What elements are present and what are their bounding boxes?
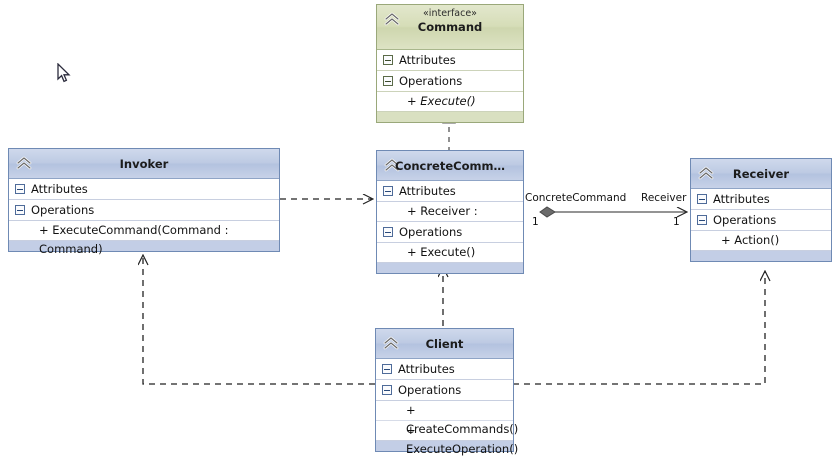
expand-collapse-icon[interactable] [382, 385, 392, 395]
section-attributes-concretecommand[interactable]: Attributes [377, 181, 523, 202]
expand-collapse-icon[interactable] [15, 205, 25, 215]
operation-row[interactable]: + Execute() [377, 243, 523, 263]
class-header-client: Client [376, 329, 513, 359]
section-operations-concretecommand[interactable]: Operations [377, 222, 523, 243]
edge-client-to-receiver [513, 272, 765, 385]
section-attributes-command[interactable]: Attributes [377, 50, 523, 71]
section-label-operations: Operations [399, 74, 463, 88]
collapse-chevron-icon[interactable] [382, 334, 400, 352]
association-target-multiplicity: 1 [673, 216, 680, 228]
collapse-chevron-icon[interactable] [697, 164, 715, 182]
class-header-command: «interface» Command [377, 5, 523, 50]
class-name-command: Command [417, 20, 483, 34]
section-attributes-receiver[interactable]: Attributes [691, 189, 831, 210]
class-name-receiver: Receiver [732, 166, 790, 181]
class-title-block-command: «interface» Command [377, 5, 523, 49]
class-footer [9, 241, 279, 251]
section-label-operations: Operations [713, 213, 777, 227]
operation-row[interactable]: + ExecuteOperation() [376, 421, 518, 456]
expand-collapse-icon[interactable] [382, 364, 392, 374]
class-header-concretecommand: ConcreteComm… [377, 151, 523, 181]
operation-row[interactable]: + CreateCommands() [376, 401, 518, 436]
class-title-block-invoker: Invoker [9, 149, 279, 178]
section-operations-command[interactable]: Operations [377, 71, 523, 92]
class-name-concretecommand: ConcreteComm… [395, 158, 505, 173]
class-name-client: Client [425, 336, 464, 351]
class-stereotype-command: «interface» [423, 8, 477, 19]
section-label-attributes: Attributes [713, 192, 770, 206]
class-footer [691, 251, 831, 261]
expand-collapse-icon[interactable] [697, 194, 707, 204]
class-box-receiver[interactable]: Receiver Attributes Operations + Action(… [690, 158, 832, 262]
class-footer [377, 263, 523, 273]
section-attributes-invoker[interactable]: Attributes [9, 179, 279, 200]
class-box-concretecommand[interactable]: ConcreteComm… Attributes + Receiver : Re… [376, 150, 524, 274]
collapse-chevron-icon[interactable] [383, 10, 401, 28]
edge-client-to-invoker [143, 256, 375, 385]
collapse-chevron-icon[interactable] [383, 156, 401, 174]
collapse-chevron-icon[interactable] [15, 154, 33, 172]
class-title-block-client: Client [376, 329, 513, 358]
section-attributes-client[interactable]: Attributes [376, 359, 513, 380]
expand-collapse-icon[interactable] [697, 215, 707, 225]
expand-collapse-icon[interactable] [383, 227, 393, 237]
class-title-block-receiver: Receiver [691, 159, 831, 188]
class-name-invoker: Invoker [119, 156, 169, 171]
attribute-row[interactable]: + Receiver : Receiver [377, 202, 523, 237]
expand-collapse-icon[interactable] [383, 55, 393, 65]
operation-row[interactable]: + Execute() [377, 92, 523, 112]
class-footer [377, 112, 523, 122]
association-source-multiplicity: 1 [532, 216, 539, 228]
section-label-operations: Operations [399, 225, 463, 239]
section-operations-receiver[interactable]: Operations [691, 210, 831, 231]
section-operations-invoker[interactable]: Operations [9, 200, 279, 221]
class-box-invoker[interactable]: Invoker Attributes Operations + ExecuteC… [8, 148, 280, 256]
association-source-role-label: ConcreteCommand [525, 192, 627, 204]
class-box-client[interactable]: Client Attributes Operations + CreateCom… [375, 328, 518, 456]
class-footer [376, 441, 513, 451]
class-header-receiver: Receiver [691, 159, 831, 189]
section-label-attributes: Attributes [31, 182, 88, 196]
expand-collapse-icon[interactable] [383, 186, 393, 196]
class-header-invoker: Invoker [9, 149, 279, 179]
operation-row[interactable]: + ExecuteCommand(Command : Command) [9, 221, 279, 256]
association-target-role-label: Receiver [641, 192, 687, 204]
section-label-attributes: Attributes [399, 53, 456, 67]
section-label-operations: Operations [31, 203, 95, 217]
mouse-pointer-icon [57, 63, 71, 83]
section-label-operations: Operations [398, 383, 462, 397]
section-label-attributes: Attributes [399, 184, 456, 198]
section-operations-client[interactable]: Operations [376, 380, 513, 401]
expand-collapse-icon[interactable] [383, 76, 393, 86]
operation-row[interactable]: + Action() [691, 231, 831, 251]
expand-collapse-icon[interactable] [15, 184, 25, 194]
class-title-block-concretecommand: ConcreteComm… [377, 151, 523, 180]
class-box-command[interactable]: «interface» Command Attributes Operation… [376, 4, 524, 123]
section-label-attributes: Attributes [398, 362, 455, 376]
